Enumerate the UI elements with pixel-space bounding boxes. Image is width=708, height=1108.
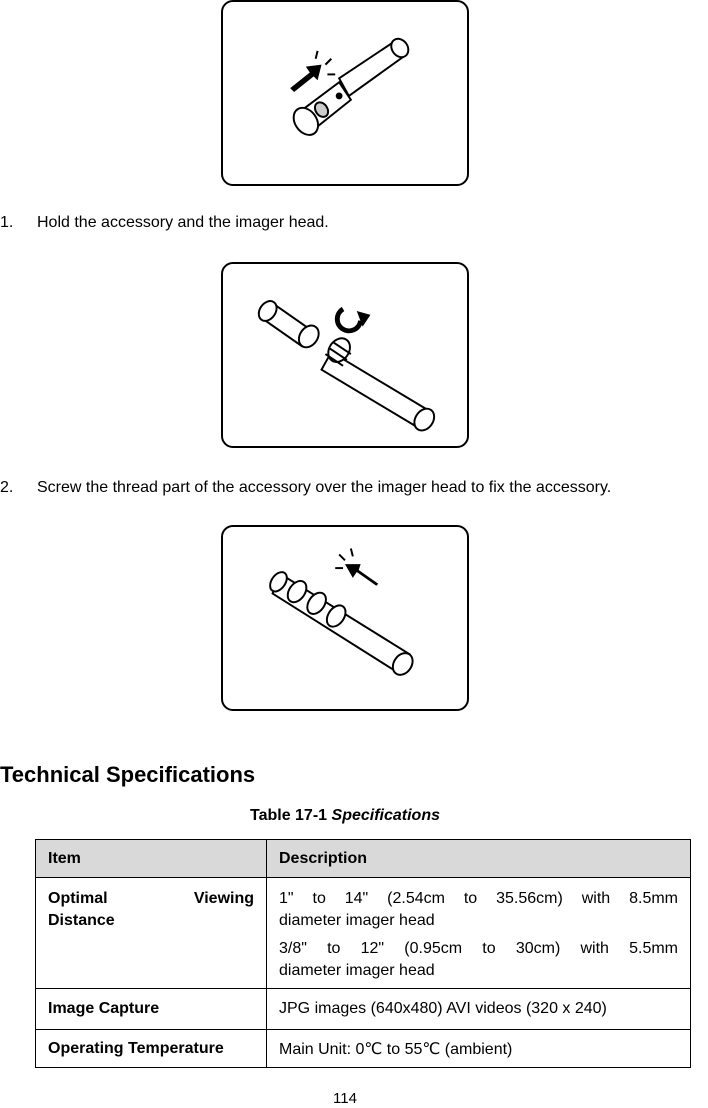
item-cell: Image Capture xyxy=(35,988,267,1030)
description-text: diameter imager head xyxy=(279,912,435,929)
description-text: 3/8" to 12" (0.95cm to 30cm) with 5.5mm xyxy=(279,940,678,957)
step-number: 1. xyxy=(0,214,14,231)
item-cell: Operating Temperature xyxy=(35,1029,267,1068)
description-text: 1" to 14" (2.54cm to 35.56cm) with 8.5mm xyxy=(279,890,678,907)
table-header-row: Item Description xyxy=(35,839,691,878)
figure-insert-accessory xyxy=(221,0,469,186)
description-cell: 1" to 14" (2.54cm to 35.56cm) with 8.5mm… xyxy=(266,877,691,989)
insert-accessory-icon xyxy=(290,37,410,136)
screw-accessory-icon xyxy=(257,300,436,432)
table-caption: Table 17-1 Specifications xyxy=(0,807,690,825)
table-caption-title: Specifications xyxy=(331,807,440,824)
item-cell: Optimal Viewing Distance xyxy=(35,877,267,989)
table-row: Optimal Viewing Distance 1" to 14" (2.54… xyxy=(35,877,691,989)
attached-accessory-icon xyxy=(269,548,414,676)
figure-attached-accessory xyxy=(221,525,469,711)
page-number: 114 xyxy=(333,1090,357,1107)
step-text: Screw the thread part of the accessory o… xyxy=(37,479,612,496)
header-description: Description xyxy=(266,839,691,878)
table-row: Operating Temperature Main Unit: 0℃ to 5… xyxy=(35,1029,691,1068)
step-text: Hold the accessory and the imager head. xyxy=(37,214,329,231)
step-number: 2. xyxy=(0,479,14,496)
header-item: Item xyxy=(35,839,267,878)
table-row: Image Capture JPG images (640x480) AVI v… xyxy=(35,988,691,1030)
item-text: Distance xyxy=(48,912,115,929)
item-text: Optimal Viewing xyxy=(48,890,254,907)
description-cell: Main Unit: 0℃ to 55℃ (ambient) xyxy=(266,1029,691,1068)
figure-screw-accessory xyxy=(221,262,469,448)
table-caption-prefix: Table 17-1 xyxy=(249,807,328,824)
specifications-table: Item Description Optimal Viewing Distanc… xyxy=(35,839,691,1068)
description-cell: JPG images (640x480) AVI videos (320 x 2… xyxy=(266,988,691,1030)
description-text: diameter imager head xyxy=(279,962,435,979)
section-title: Technical Specifications xyxy=(0,762,256,787)
